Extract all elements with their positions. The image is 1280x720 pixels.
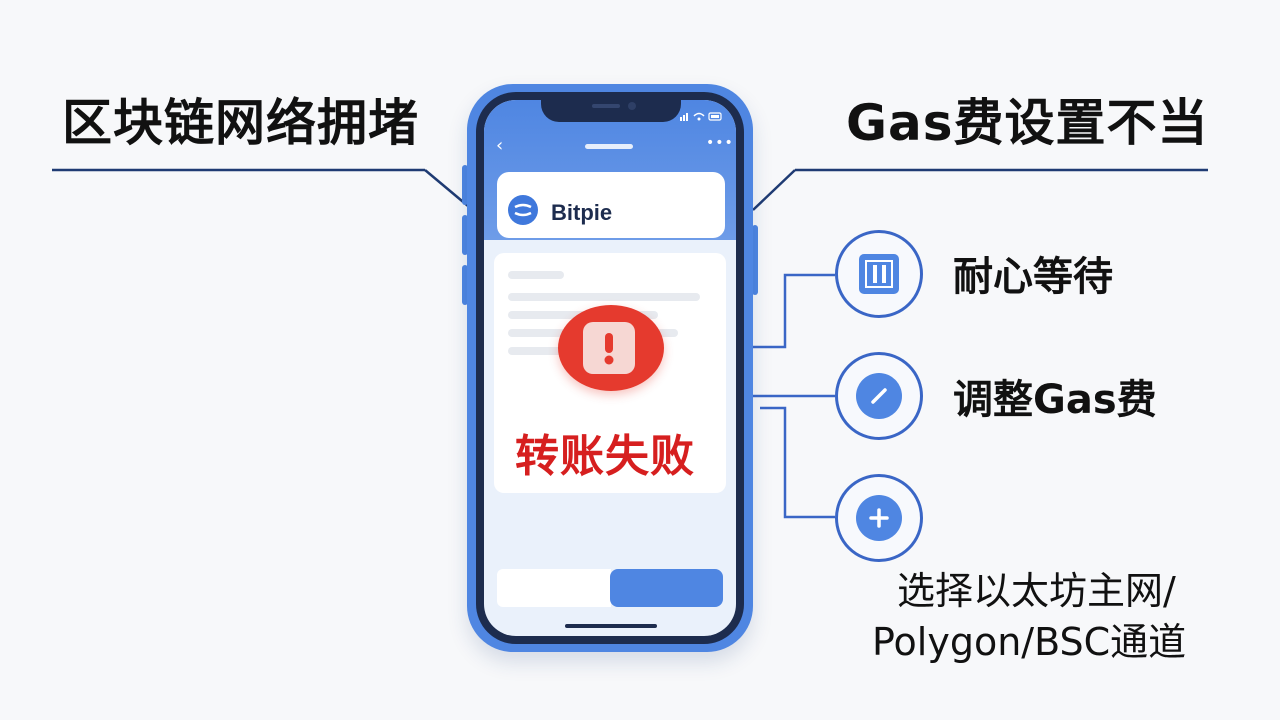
- switch-network-label-line2: Polygon/BSC通道: [872, 620, 1187, 664]
- phone-side-button: [462, 165, 468, 205]
- heading-gas-misconfigured: Gas费设置不当: [846, 94, 1209, 152]
- plus-icon: [856, 495, 902, 541]
- phone-side-button: [462, 265, 468, 305]
- placeholder-line: [508, 293, 700, 301]
- placeholder-line: [508, 271, 564, 279]
- switch-network-label-line1: 选择以太坊主网/: [897, 569, 1176, 613]
- right-heading-connector: [752, 169, 796, 211]
- phone-side-button: [462, 215, 468, 255]
- adjust-gas-solution-label: 调整Gas费: [953, 377, 1157, 423]
- exclamation-icon: [583, 322, 635, 374]
- switch-network-solution-button[interactable]: [835, 474, 923, 562]
- home-indicator: [565, 624, 657, 628]
- phone-power-button: [752, 225, 758, 295]
- speaker-grille: [592, 104, 620, 108]
- more-dots-icon[interactable]: •••: [706, 135, 734, 151]
- placeholder-line: [508, 347, 568, 355]
- connector-network: [760, 406, 835, 519]
- primary-action-button[interactable]: [610, 569, 723, 607]
- secondary-action-button[interactable]: [497, 569, 611, 607]
- status-bar-icons: [680, 112, 722, 121]
- heading-network-congestion: 区块链网络拥堵: [62, 94, 419, 152]
- left-heading-connector: [424, 169, 469, 207]
- back-icon[interactable]: ‹: [496, 135, 504, 156]
- drag-handle: [585, 144, 633, 149]
- bitpie-logo-icon: [508, 195, 538, 225]
- app-brand-card: Bitpie: [497, 172, 725, 238]
- app-name: Bitpie: [551, 200, 613, 225]
- camera-dot: [628, 102, 636, 110]
- phone-notch: [541, 98, 681, 122]
- wait-solution-button[interactable]: [835, 230, 923, 318]
- adjust-gas-solution-button[interactable]: [835, 352, 923, 440]
- pause-icon: [859, 254, 899, 294]
- edit-slash-icon: [856, 373, 902, 419]
- error-title: 转账失败: [515, 431, 695, 482]
- wait-solution-label: 耐心等待: [953, 254, 1113, 300]
